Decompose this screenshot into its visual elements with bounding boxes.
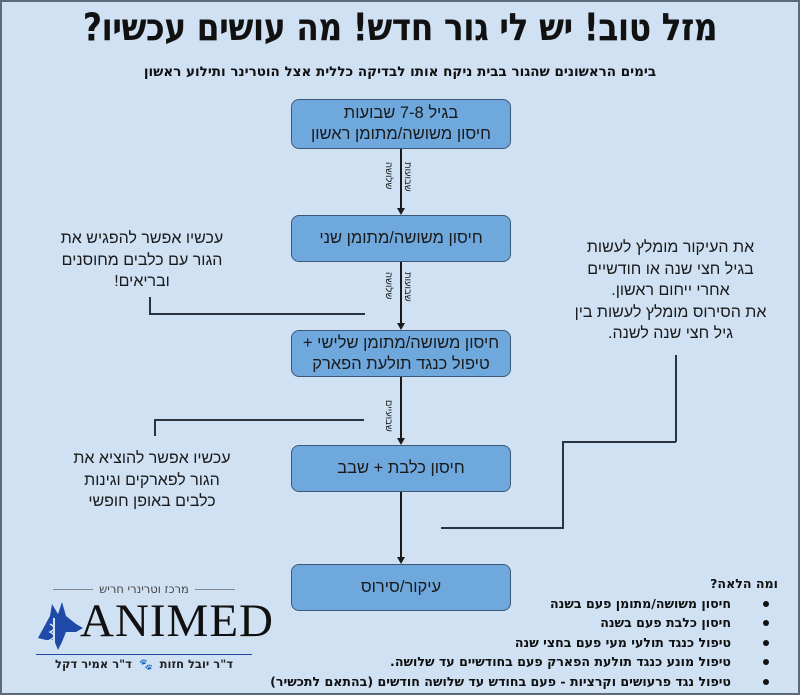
arrow-line (400, 262, 402, 323)
list-item: חיסון משושה/מתומן פעם בשנה (218, 594, 778, 614)
arrowhead-icon (397, 438, 405, 445)
step-neuter: עיקור/סירוס (291, 564, 511, 611)
bracket-line (154, 419, 364, 421)
list-item-text: חיסון כלבת פעם בשנה (600, 615, 731, 630)
page-subtitle: בימים הראשונים שהגור בבית ניקח אותו לבדי… (143, 64, 657, 80)
bracket-line (149, 297, 151, 314)
connector-line (562, 441, 564, 529)
arrow-line (400, 149, 402, 208)
connector-line (441, 527, 564, 529)
list-item-text: טיפול נגד פרעושים וקרציות - פעם בחודש עד… (270, 673, 731, 689)
bullet-icon (763, 639, 769, 646)
list-item-text: חיסון משושה/מתומן פעם בשנה (549, 595, 731, 611)
interval-label: שלושה (383, 162, 394, 190)
note-line: הגור לפארקים וגינות (84, 471, 220, 489)
note-outdoors: עכשיו אפשר להוציא את הגור לפארקים וגינות… (62, 448, 242, 513)
step-line: עיקור/סירוס (360, 578, 442, 597)
note-line: כלבים באופן חופשי (88, 493, 216, 511)
arrow-line (400, 492, 402, 557)
arrow-line (400, 377, 402, 438)
connector-line (675, 355, 677, 442)
list-item: טיפול נגד פרעושים וקרציות - פעם בחודש עד… (218, 672, 778, 692)
bullet-icon (763, 620, 769, 626)
divider (194, 588, 235, 590)
interval-label: שבועות (402, 272, 413, 302)
note-line: גיל חצי שנה לשנה. (608, 325, 733, 343)
note-line: עכשיו אפשר להפגיש את (60, 230, 224, 247)
whats-next-section: ומה הלאה? חיסון משושה/מתומן פעם בשנה חיס… (218, 574, 778, 691)
animed-logo: מרכז וטרינרי חריש ANIMED ד"ר יובל חזות 🐾… (36, 582, 273, 682)
step-line: חיסון משושה/מתומן שלישי + (302, 333, 500, 352)
step-line: חיסון כלבת + שבב (337, 459, 465, 478)
arrowhead-icon (397, 208, 405, 215)
interval-label: שלושה (383, 272, 394, 300)
whats-next-heading: ומה הלאה? (710, 576, 778, 591)
bullet-icon (763, 600, 769, 607)
step-rabies-chip: חיסון כלבת + שבב (291, 445, 511, 492)
note-line: ובריאים! (114, 273, 170, 291)
note-line: אחרי ייחום ראשון. (611, 282, 730, 300)
step-second-vaccine: חיסון משושה/מתומן שני (291, 215, 511, 262)
bullet-icon (763, 659, 769, 665)
list-item: טיפול כנגד תולעי מעי פעם בחצי שנה (218, 633, 778, 653)
doctor-name: ד"ר אמיר דקל (55, 657, 132, 671)
step-line: טיפול כנגד תולעת הפארק (312, 354, 490, 373)
arrowhead-icon (397, 323, 405, 330)
logo-tagline-row: מרכז וטרינרי חריש (36, 582, 252, 596)
paw-icon: 🐾 (138, 658, 153, 671)
bracket-line (154, 419, 156, 436)
connector-line (562, 441, 676, 443)
whats-next-list: חיסון משושה/מתומן פעם בשנה חיסון כלבת פע… (218, 594, 778, 692)
note-line: הגור עם כלבים מחוסנים (61, 251, 223, 269)
note-line: את העיקור מומלץ לעשות (586, 239, 755, 256)
list-item: טיפול מונע כנגד תולעת הפארק פעם בחודשיים… (218, 652, 778, 672)
step-line: חיסון משושה/מתומן ראשון (310, 125, 492, 143)
interval-label: שבועיים (383, 400, 394, 432)
step-line: בגיל 7-8 שבועות (343, 104, 459, 123)
logo-doctors: ד"ר יובל חזות 🐾 ד"ר אמיר דקל (36, 654, 252, 671)
step-first-vaccine: בגיל 7-8 שבועות חיסון משושה/מתומן ראשון (291, 99, 511, 149)
note-line: בגיל חצי שנה או חודשיים (587, 260, 754, 278)
step-third-vaccine: חיסון משושה/מתומן שלישי + טיפול כנגד תול… (291, 330, 511, 377)
note-line: עכשיו אפשר להוציא את (73, 450, 231, 467)
dog-caduceus-icon (38, 602, 83, 650)
list-item-text: טיפול כנגד תולעי מעי פעם בחצי שנה (514, 634, 731, 650)
logo-wordmark: ANIMED (80, 595, 274, 647)
note-socialize: עכשיו אפשר להפגיש את הגור עם כלבים מחוסנ… (52, 228, 232, 293)
list-item: חיסון כלבת פעם בשנה (218, 613, 778, 633)
page-title: מזל טוב! יש לי גור חדש! מה עושים עכשיו? (82, 5, 718, 50)
note-neuter: את העיקור מומלץ לעשות בגיל חצי שנה או חו… (563, 237, 778, 345)
list-item-text: טיפול מונע כנגד תולעת הפארק פעם בחודשיים… (390, 654, 731, 669)
interval-label: שבועות (402, 162, 413, 192)
doctor-name: ד"ר יובל חזות (159, 657, 233, 671)
bracket-line (149, 313, 365, 315)
logo-tagline: מרכז וטרינרי חריש (99, 582, 189, 596)
bullet-icon (763, 678, 769, 685)
divider (53, 588, 94, 590)
note-line: את הסירוס מומלץ לעשות בין (574, 303, 767, 321)
step-line: חיסון משושה/מתומן שני (319, 229, 483, 248)
arrowhead-icon (397, 557, 405, 564)
